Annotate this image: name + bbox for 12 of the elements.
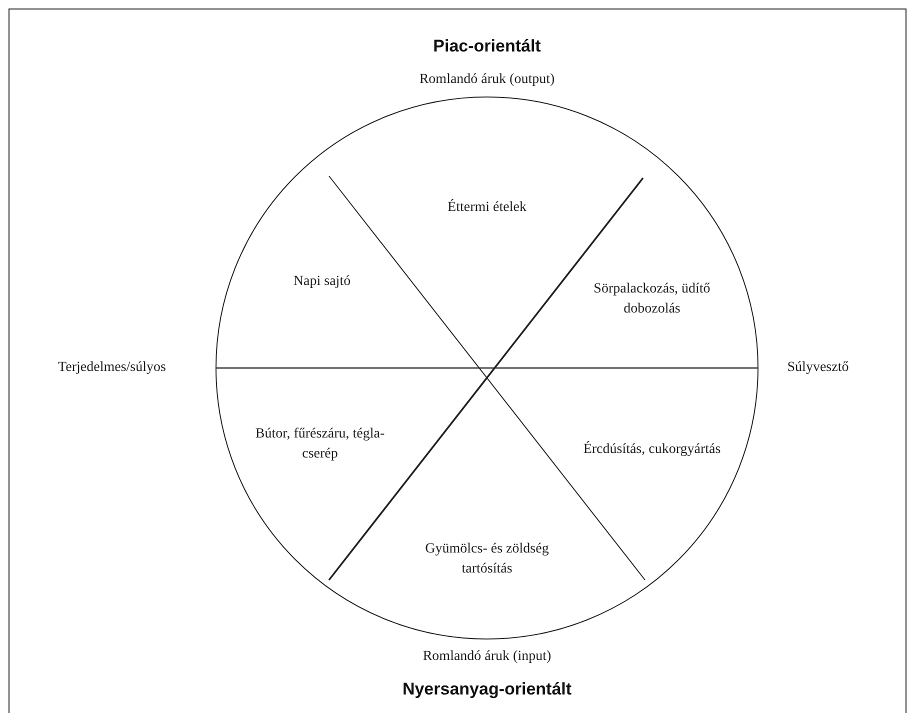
sector-label: Sörpalackozás, üdítő dobozolás bbox=[577, 280, 727, 320]
axis-label: Súlyvesztő bbox=[787, 358, 849, 377]
axis-label: Romlandó áruk (output) bbox=[419, 70, 555, 89]
sector-label: Gyümölcs- és zöldség tartósítás bbox=[407, 540, 567, 580]
axis-heading: Piac-orientált bbox=[433, 36, 541, 58]
sector-label: Bútor, fűrészáru, tégla-cserép bbox=[245, 424, 395, 466]
sector-label: Éttermi ételek bbox=[417, 198, 557, 218]
axis-heading: Nyersanyag-orientált bbox=[402, 678, 572, 701]
sector-label: Ércdúsítás, cukorgyártás bbox=[582, 440, 722, 460]
axis-label: Romlandó áruk (input) bbox=[422, 648, 552, 666]
sector-label: Napi sajtó bbox=[262, 272, 382, 292]
axis-label: Terjedelmes/súlyos bbox=[58, 358, 166, 377]
